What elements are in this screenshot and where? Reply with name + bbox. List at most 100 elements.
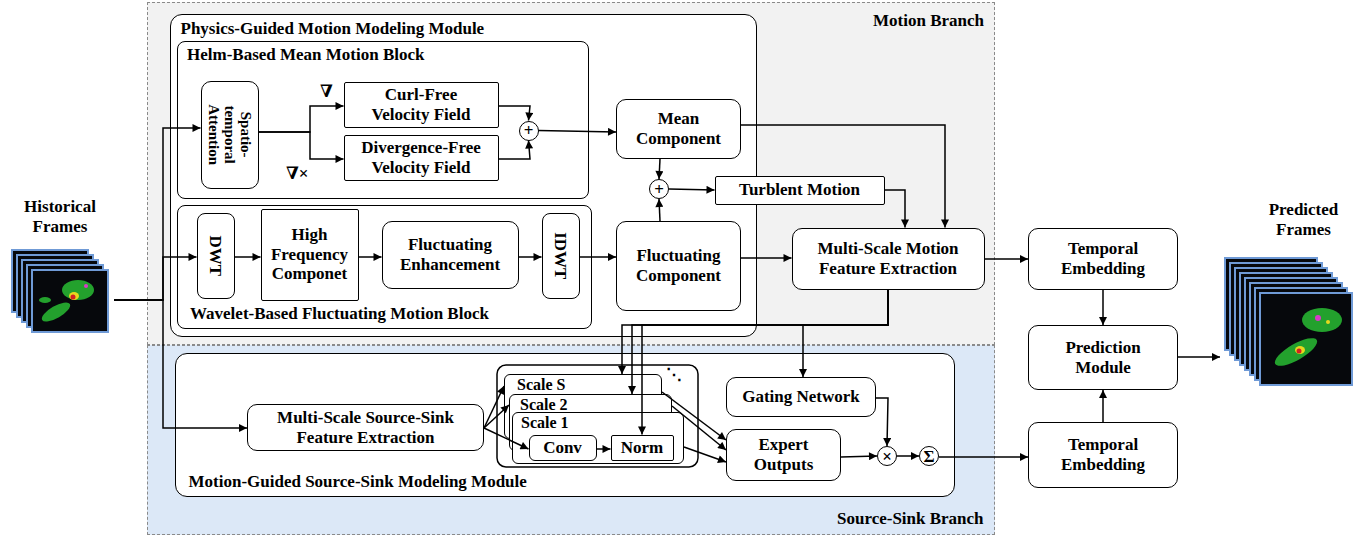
process-box: DWT: [197, 213, 235, 299]
connector-arrow: [672, 406, 726, 450]
process-box: Mean Component: [616, 99, 741, 159]
connector-arrow: [259, 132, 344, 159]
process-box: Divergence-Free Velocity Field: [344, 135, 499, 181]
node-label: IDWT: [551, 232, 571, 279]
process-box: IDWT: [542, 213, 580, 299]
product-circle: ×: [877, 446, 897, 466]
connector-arrow: [622, 290, 888, 375]
connector-arrow: [684, 447, 726, 462]
node-label: Norm: [621, 438, 663, 458]
node-label: Turblent Motion: [720, 180, 880, 200]
connector-arrow: [939, 456, 1028, 458]
echo-blob: [39, 299, 73, 325]
node-label: +: [654, 181, 664, 198]
connector-arrow: [114, 128, 201, 300]
connector-arrow: [1102, 390, 1104, 422]
connector-arrow: [659, 159, 660, 179]
connector-arrow: [741, 125, 945, 228]
connector-arrow: [803, 290, 888, 378]
block-box: Helm-Based Mean Motion BlockSpatio- temp…: [177, 41, 589, 199]
node-label: Mean Component: [629, 109, 729, 148]
radar-frame: [1255, 288, 1347, 380]
process-box: Fluctuating Component: [616, 221, 741, 311]
node-label: DWT: [206, 235, 226, 276]
connector-arrow: [484, 428, 529, 449]
connector-arrow: [1178, 356, 1220, 358]
connector-arrow: [1102, 290, 1104, 325]
echo-peak: [71, 295, 76, 300]
node-label: ×: [882, 448, 892, 465]
process-box: Temporal Embedding: [1028, 228, 1178, 290]
echo-core: [69, 292, 79, 300]
heading-label: Helm-Based Mean Motion Block: [187, 45, 425, 65]
scale-stack-frame: [497, 365, 698, 467]
radar-frame: [1235, 268, 1327, 360]
node-label: Temporal Embedding: [1048, 239, 1158, 278]
connector-arrow: [359, 256, 382, 258]
label-holder: ⋱: [666, 366, 682, 384]
connector-arrow: [741, 257, 792, 259]
echo-core: [1326, 320, 1330, 324]
process-box: Multi-Scale Motion Feature Extraction: [792, 228, 985, 290]
block-box: Wavelet-Based Fluctuating Motion Block DW…: [177, 205, 592, 329]
heading-label: Scale S: [517, 376, 565, 394]
node-label: Divergence-Free Velocity Field: [357, 138, 485, 177]
node-label: Curl-Free Velocity Field: [357, 85, 485, 124]
node-label: Temporal Embedding: [1048, 435, 1158, 474]
heading-label: Scale 2: [520, 396, 568, 414]
connector-arrow: [662, 392, 726, 440]
connector-arrow: [841, 456, 877, 457]
node-label: +: [524, 122, 534, 139]
node-label: Fluctuating Component: [626, 246, 731, 285]
sum-circle: +: [519, 121, 539, 141]
heading-label: Scale 1: [521, 414, 569, 432]
connector-arrow: [580, 256, 617, 258]
connector-arrow: [642, 290, 888, 435]
process-box: High Frequency Componet: [261, 209, 359, 301]
connector-arrow: [539, 131, 617, 133]
sum-circle: +: [649, 179, 669, 199]
process-box: Spatio- temporal Attention: [201, 81, 259, 189]
radar-frame: [17, 255, 93, 317]
node-label: Spatio- temporal Attention: [206, 97, 253, 172]
heading-label: Motion Branch: [873, 11, 984, 31]
heading-label: Motion-Guided Source-Sink Modeling Modul…: [189, 472, 527, 492]
radar-frame: [1260, 293, 1352, 385]
radar-frame: [22, 260, 98, 322]
process-box: Expert Outputs: [726, 429, 841, 481]
connector-arrow: [985, 258, 1029, 260]
heading-label: Predicted Frames: [1254, 200, 1354, 239]
connector-arrow: [114, 257, 197, 300]
radar-frame: [1240, 273, 1332, 365]
node-label: Multi-Scale Motion Feature Extraction: [803, 239, 973, 278]
echo-peak: [1297, 349, 1302, 354]
echo-blob: [62, 280, 94, 300]
edge-label-holder: ∇: [318, 82, 335, 102]
echo-blob: [39, 297, 51, 303]
connector-arrow: [632, 290, 888, 395]
connector-arrow: [897, 455, 919, 457]
process-box: Prediction Module: [1028, 325, 1178, 390]
input-frame-stack: [12, 250, 108, 332]
connector-arrow: [876, 398, 888, 446]
connector-arrow: [259, 106, 344, 132]
process-box: Norm: [611, 435, 674, 461]
process-box: Conv: [529, 435, 597, 461]
process-box: Gating Network: [726, 377, 876, 417]
node-label: Expert Outputs: [734, 435, 834, 474]
connector-arrow: [519, 256, 542, 258]
heading-label: Historical Frames: [10, 197, 110, 236]
heading-label: Wavelet-Based Fluctuating Motion Block: [190, 304, 489, 324]
echo-peak: [1315, 315, 1321, 321]
edge-label: ∇: [318, 82, 335, 102]
connector-arrow: [499, 106, 531, 121]
connector-arrow: [484, 386, 504, 428]
node-label: Prediction Module: [1048, 338, 1158, 377]
connector-arrow: [499, 141, 531, 160]
process-box: Fluctuating Enhancement: [382, 221, 519, 289]
echo-blob: [1271, 333, 1321, 371]
scale-box: Scale 1 Conv Norm: [512, 412, 684, 464]
module-box: Motion-Guided Source-Sink Modeling Modul…: [175, 353, 955, 497]
branch-band: Source-Sink BranchMotion-Guided Source-S…: [147, 345, 995, 535]
